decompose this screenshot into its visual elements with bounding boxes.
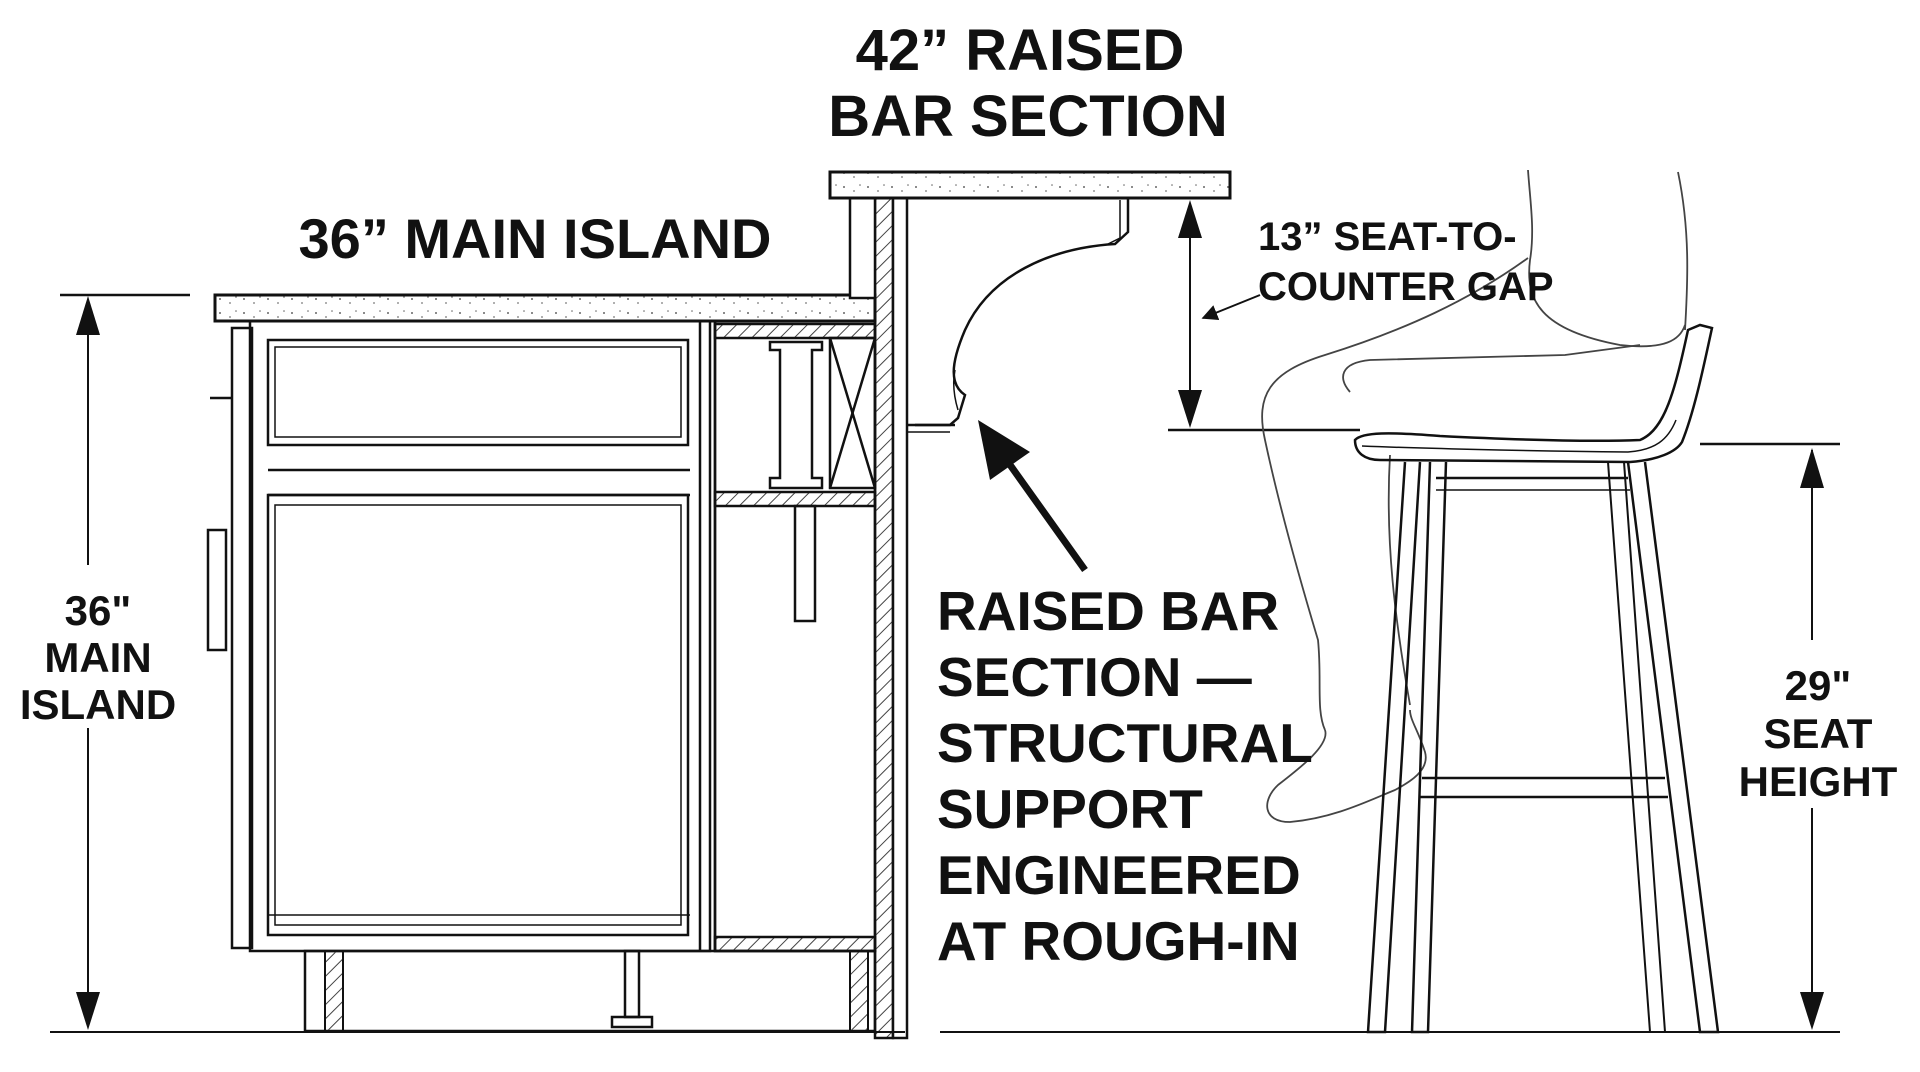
support-label-line3: STRUCTURAL [937,712,1313,774]
toe-kick [303,949,877,1033]
left-dim-label-line3: ISLAND [20,681,176,728]
seated-person-outline [1261,169,1689,823]
support-leader-arrow [978,420,1088,573]
labels: 42” RAISED BAR SECTION 36” MAIN ISLAND 1… [20,18,1898,972]
leveling-foot [623,949,641,1019]
support-label-line4: SUPPORT [937,778,1203,840]
seat-dim-label-line2: SEAT [1764,710,1873,757]
main-island-cabinet [206,293,877,1033]
main-island-countertop [213,293,877,323]
stool-leg-front [1366,461,1422,1034]
gap-label-line2: COUNTER GAP [1258,265,1554,309]
support-label-line2: SECTION — [937,646,1252,708]
main-island-title: 36” MAIN ISLAND [299,207,772,270]
support-label-line5: ENGINEERED [937,844,1301,906]
upper-drawer [266,338,690,447]
support-framing [713,319,877,953]
support-label-line6: AT ROUGH-IN [937,910,1300,972]
raised-bar-title-line1: 42” RAISED [856,18,1185,83]
seat-dim-label-line3: HEIGHT [1739,758,1898,805]
stool-leg-middle [1410,461,1448,1034]
gap-label-line1: 13” SEAT-TO- [1258,215,1517,259]
corbel-bracket [915,198,1130,427]
seat-height-dimension [1700,442,1840,1030]
lower-door [266,493,690,937]
bar-stool [1353,323,1720,1034]
cabinet-handle [206,528,228,652]
stool-leg-back [1626,461,1720,1034]
cabinet-side-panel [230,326,254,950]
left-dim-label-line2: MAIN [44,634,151,681]
main-cabinet-box [248,319,712,953]
raised-bar-title-line2: BAR SECTION [828,84,1228,149]
raised-bar-countertop [828,170,1232,200]
raised-bar-assembly [828,170,1232,433]
support-label-line1: RAISED BAR [937,580,1279,642]
seat-dim-label-line1: 29" [1785,662,1852,709]
left-dim-label-line1: 36" [65,587,132,634]
stool-seat [1353,323,1714,464]
main-island-dimension [60,293,190,1030]
